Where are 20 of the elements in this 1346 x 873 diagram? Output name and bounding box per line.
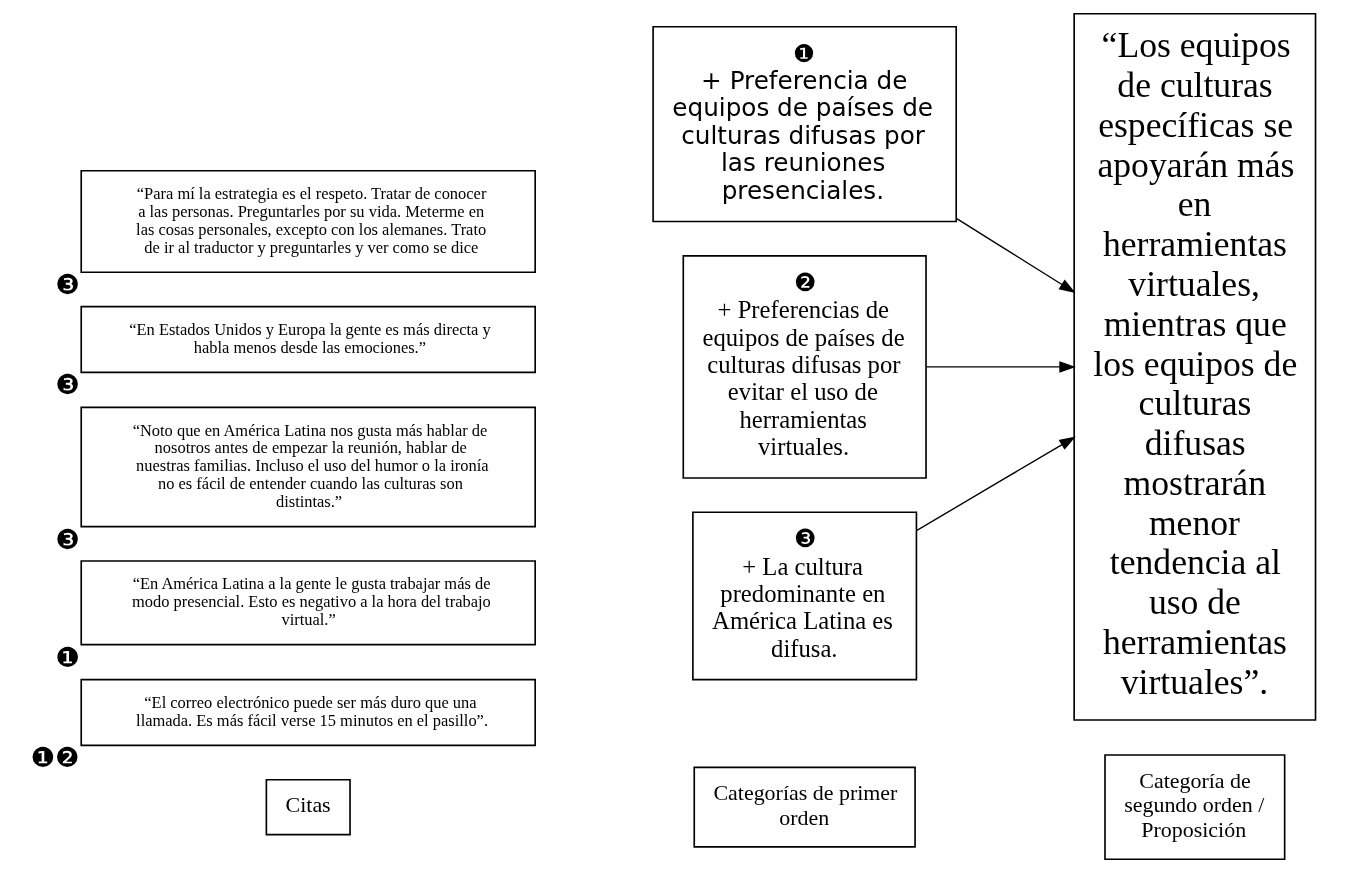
node-box: ❸ + La cultura predominante en América Latina es difusa. [692, 511, 918, 681]
arrow [955, 217, 1076, 294]
node-label: ❶ [55, 641, 80, 673]
node-label: ❸ [55, 369, 80, 401]
node-box: Citas [265, 778, 351, 836]
arrow [925, 361, 1076, 373]
node-box: “Los equipos de culturas específicas se apoyarán más en herramientas virtuales, mientras que los equipos de culturas difusas mostrarán menor tendencia al uso de herramientas virtuales”. [1073, 12, 1317, 721]
node-box: “El correo electrónico puede ser más duro que una llamada. Es más fácil verse 15 minutos en el pasillo”. [80, 678, 536, 747]
node-box: “Noto que en América Latina nos gusta más hablar de nosotros antes de empezar la reunión, hablar de nuestras familias. Incluso el uso del humor o la ironía no es fácil de entender cuando las culturas son distintas.” [80, 406, 536, 528]
node-label: ❶❷ [30, 742, 80, 774]
node-label: ❸ [55, 269, 80, 301]
arrow [915, 436, 1076, 532]
node-box: “En América Latina a la gente le gusta trabajar más de modo presencial. Esto es negativo a la hora del trabajo virtual.” [80, 560, 536, 646]
node-box: Categorías de primer orden [693, 766, 916, 848]
node-box: “En Estados Unidos y Europa la gente es más directa y habla menos desde las emociones.” [80, 305, 536, 374]
node-box: ❷ + Preferencias de equipos de países de culturas difusas por evitar el uso de herramientas virtuales. [682, 255, 927, 479]
node-label: ❸ [55, 523, 80, 555]
node-box: ❶ + Preferencia de equipos de países de culturas difusas por las reuniones presenciales. [652, 25, 958, 223]
node-box: Categoría de segundo orden / Proposición [1104, 754, 1286, 861]
node-box: “Para mí la estrategia es el respeto. Tratar de conocer a las personas. Preguntarles por su vida. Meterme en las cosas personales, excepto con los alemanes. Trato de ir al traductor y preguntarles y ver como se dice [80, 169, 536, 274]
